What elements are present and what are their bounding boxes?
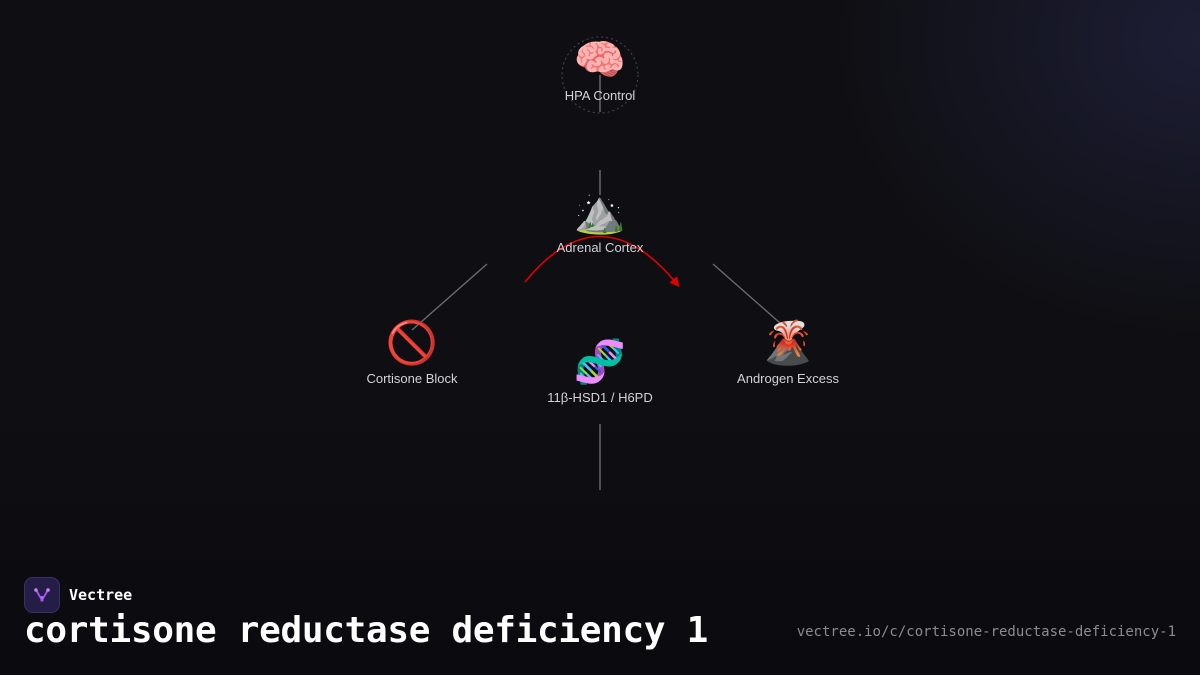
page-url[interactable]: vectree.io/c/cortisone-reductase-deficie…: [796, 624, 1176, 640]
node-cortisone-block[interactable]: 🚫 Cortisone Block: [366, 318, 458, 387]
brain-icon: 🧠: [573, 35, 627, 84]
volcano-icon: 🌋: [761, 318, 815, 367]
node-label: HPA Control: [564, 88, 636, 103]
page-title: cortisone reductase deficiency 1: [24, 610, 708, 651]
node-label: 11β-HSD1 / H6PD: [547, 390, 653, 405]
edge-adrenal-cortisone: [411, 263, 488, 331]
cycle-arrow: [524, 235, 680, 288]
dna-icon: 🧬: [573, 337, 627, 386]
node-label: Adrenal Cortex: [556, 240, 644, 255]
node-adrenal-cortex[interactable]: ⛰️ Adrenal Cortex: [556, 187, 644, 256]
prohibited-icon: 🚫: [385, 318, 439, 367]
vectree-logo-icon: [24, 577, 60, 613]
brand-name: Vectree: [69, 586, 133, 604]
node-label: Androgen Excess: [737, 371, 839, 386]
mountain-icon: ⛰️: [573, 187, 627, 236]
brand[interactable]: Vectree: [24, 577, 132, 613]
edge-adrenal-androgen: [712, 263, 789, 331]
node-11b-hsd1-h6pd[interactable]: 🧬 11β-HSD1 / H6PD: [547, 337, 653, 406]
node-androgen-excess[interactable]: 🌋 Androgen Excess: [737, 318, 839, 387]
hpa-node-ring: [561, 36, 639, 114]
node-hpa-control[interactable]: 🧠 HPA Control: [564, 35, 636, 104]
node-label: Cortisone Block: [366, 371, 458, 386]
